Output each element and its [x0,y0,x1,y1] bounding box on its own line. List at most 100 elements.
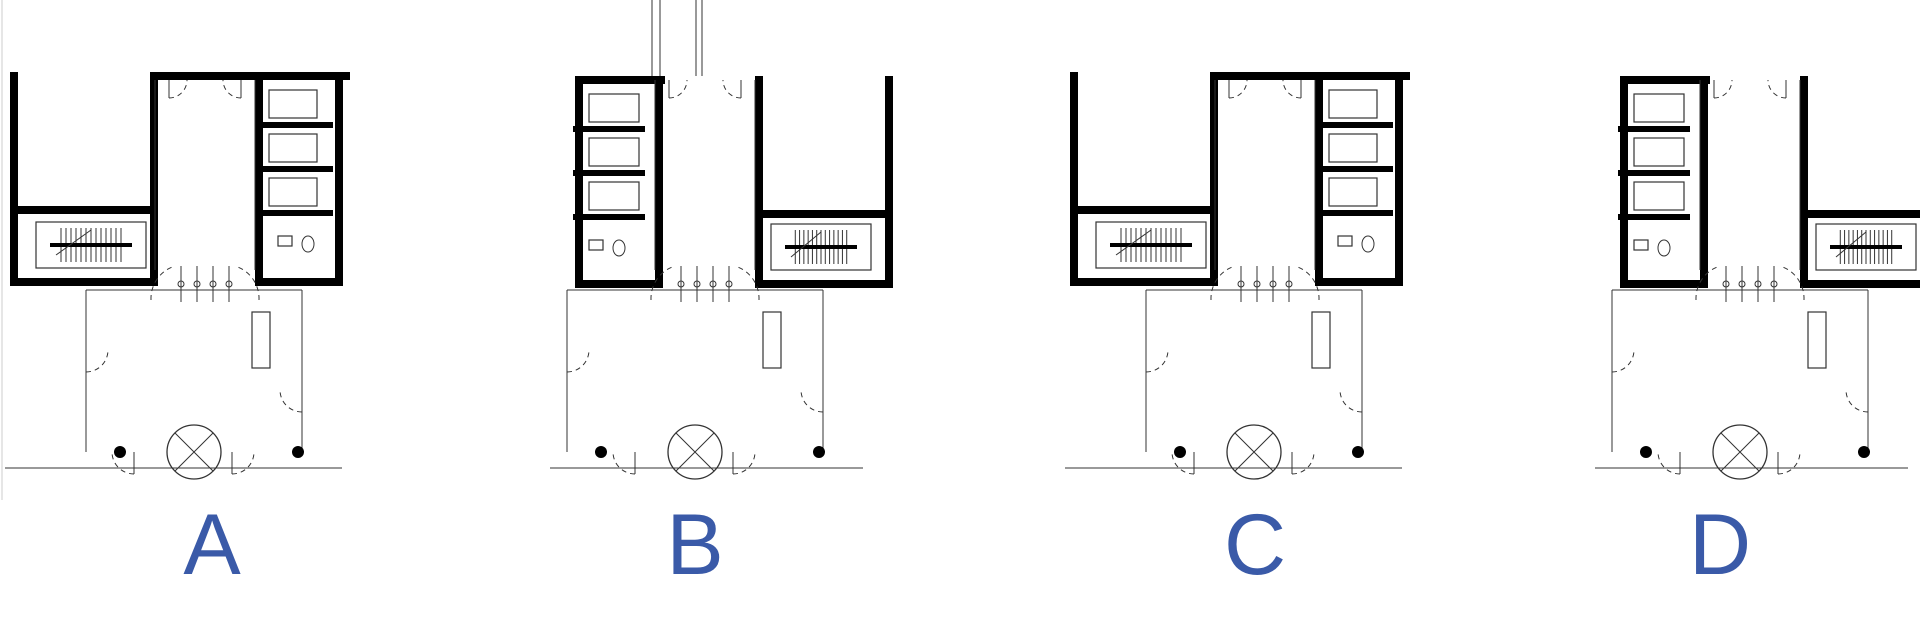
turnstile-hub [1237,280,1245,288]
revolving-door-wings [675,432,715,472]
wall [263,166,323,172]
floor-plan-a [1,0,350,500]
wall [150,72,350,80]
corridor-line [1699,80,1801,270]
turnstile-hub [1269,280,1277,288]
door-swing-icon [222,79,242,99]
turnstile-icon [1210,265,1320,302]
door-swing-icon [1713,79,1733,99]
wall [323,122,333,128]
turnstile-icon [1695,265,1805,302]
wall [1618,214,1628,220]
stall [588,137,640,167]
mast-lines [651,0,703,76]
door-swing-icon [650,265,676,301]
stair-outline [770,223,872,271]
wall [575,76,665,84]
revolving-door-ring [1226,424,1282,480]
revolving-door-wings [1720,432,1760,472]
revolving-door-icon [166,424,222,480]
door-swing-icon [1210,265,1236,301]
door-swing-icon [168,79,188,99]
toilet-tank [588,239,604,251]
stall [1328,177,1378,207]
turnstile-hub [677,280,685,288]
door-swing-icon [1228,79,1248,99]
wall [263,122,323,128]
stall [1633,181,1685,211]
turnstile-hub [693,280,701,288]
turnstile-hub [1754,280,1762,288]
stall [1328,133,1378,163]
door-swing-icon [732,451,756,475]
wall [323,166,333,172]
wall [1070,72,1078,282]
revolving-door-ring [166,424,222,480]
floor-plan-d [1595,76,1920,480]
wall [1700,76,1708,286]
stair-outline [1095,221,1207,269]
toilet-icon [1337,235,1375,253]
stall [588,93,640,123]
lobby-outline [566,289,824,452]
stall [268,89,318,119]
wall [10,206,158,214]
corridor-line [1214,80,1316,270]
floor-plan-b [550,0,893,480]
wall [1323,210,1383,216]
wall [1395,72,1403,282]
wall [1383,122,1393,128]
wall [10,278,158,286]
wall [1210,72,1218,282]
stair-outline [1815,223,1917,271]
wall [575,280,663,288]
wall [323,210,333,216]
stair-icon [770,223,872,271]
turnstile-hub [225,280,233,288]
wall [755,76,763,286]
door-swing-icon [668,79,688,99]
wall [573,214,583,220]
door-swing-icon [1777,451,1801,475]
wall [755,280,893,288]
wall [1618,170,1628,176]
turnstile-hub [1253,280,1261,288]
wall [1620,280,1708,288]
wall [1315,278,1403,286]
column-icon [1858,446,1870,458]
stall [1633,93,1685,123]
column-icon [595,446,607,458]
toilet-tank [277,235,293,247]
wall [1110,243,1192,247]
wall [583,170,645,176]
revolving-door-icon [1712,424,1768,480]
option-label-a: A [183,497,241,593]
toilet-tank [1633,239,1649,251]
column-icon [1174,446,1186,458]
toilet-bowl [1657,239,1671,257]
sofa-icon [762,311,782,369]
wall [150,72,158,282]
wall [785,245,857,249]
column-icon [813,446,825,458]
stair-icon [1095,221,1207,269]
stall [1633,137,1685,167]
revolving-door-ring [1712,424,1768,480]
column-icon [292,446,304,458]
wall [1800,76,1808,286]
sofa-icon [251,311,271,369]
stair-outline [35,221,147,269]
stair-arrow [790,231,822,258]
toilet-tank [1337,235,1353,247]
wall [1800,210,1920,218]
door-swing-icon [1171,451,1195,475]
toilet-icon [1633,239,1671,257]
door-swing-icon [1291,451,1315,475]
door-swing-icon [1845,389,1869,413]
wall [1620,76,1710,84]
wall [1315,72,1410,80]
door-swing-icon [111,451,135,475]
door-swing-icon [566,349,590,373]
wall [1800,280,1920,288]
